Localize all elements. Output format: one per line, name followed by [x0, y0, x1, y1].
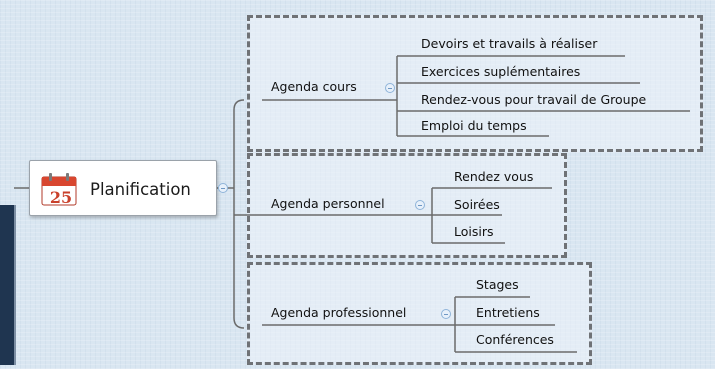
root-collapse-icon[interactable]: [218, 183, 228, 193]
branch-collapse-icon-agenda-cours[interactable]: [385, 83, 395, 93]
branch-box-agenda-personnel: [247, 153, 567, 258]
window-frame-border: [14, 205, 16, 365]
branch-box-agenda-professionnel: [247, 262, 592, 365]
child-entretiens[interactable]: Entretiens: [476, 305, 540, 320]
child-stages[interactable]: Stages: [476, 277, 519, 292]
branch-label-agenda-cours[interactable]: Agenda cours: [271, 79, 357, 94]
branch-collapse-icon-agenda-professionnel[interactable]: [441, 309, 451, 319]
branch-label-agenda-professionnel[interactable]: Agenda professionnel: [271, 305, 407, 320]
child-loisirs[interactable]: Loisirs: [454, 224, 494, 239]
branch-collapse-icon-agenda-personnel[interactable]: [415, 200, 425, 210]
branch-label-agenda-personnel[interactable]: Agenda personnel: [271, 196, 385, 211]
child-soirees[interactable]: Soirées: [454, 197, 500, 212]
window-frame-edge: [0, 205, 14, 365]
child-exercices[interactable]: Exercices suplémentaires: [421, 64, 581, 79]
child-rendez-vous[interactable]: Rendez vous: [454, 169, 534, 184]
calendar-icon: 25: [41, 173, 77, 207]
child-emploi-du-temps[interactable]: Emploi du temps: [421, 118, 527, 133]
child-conferences[interactable]: Conférences: [476, 332, 554, 347]
child-rendez-vous-groupe[interactable]: Rendez-vous pour travail de Groupe: [421, 92, 647, 107]
calendar-day: 25: [50, 188, 72, 207]
root-node[interactable]: 25 Planification: [29, 160, 217, 216]
child-devoirs[interactable]: Devoirs et travails à réaliser: [421, 36, 598, 51]
root-label: Planification: [90, 180, 191, 199]
